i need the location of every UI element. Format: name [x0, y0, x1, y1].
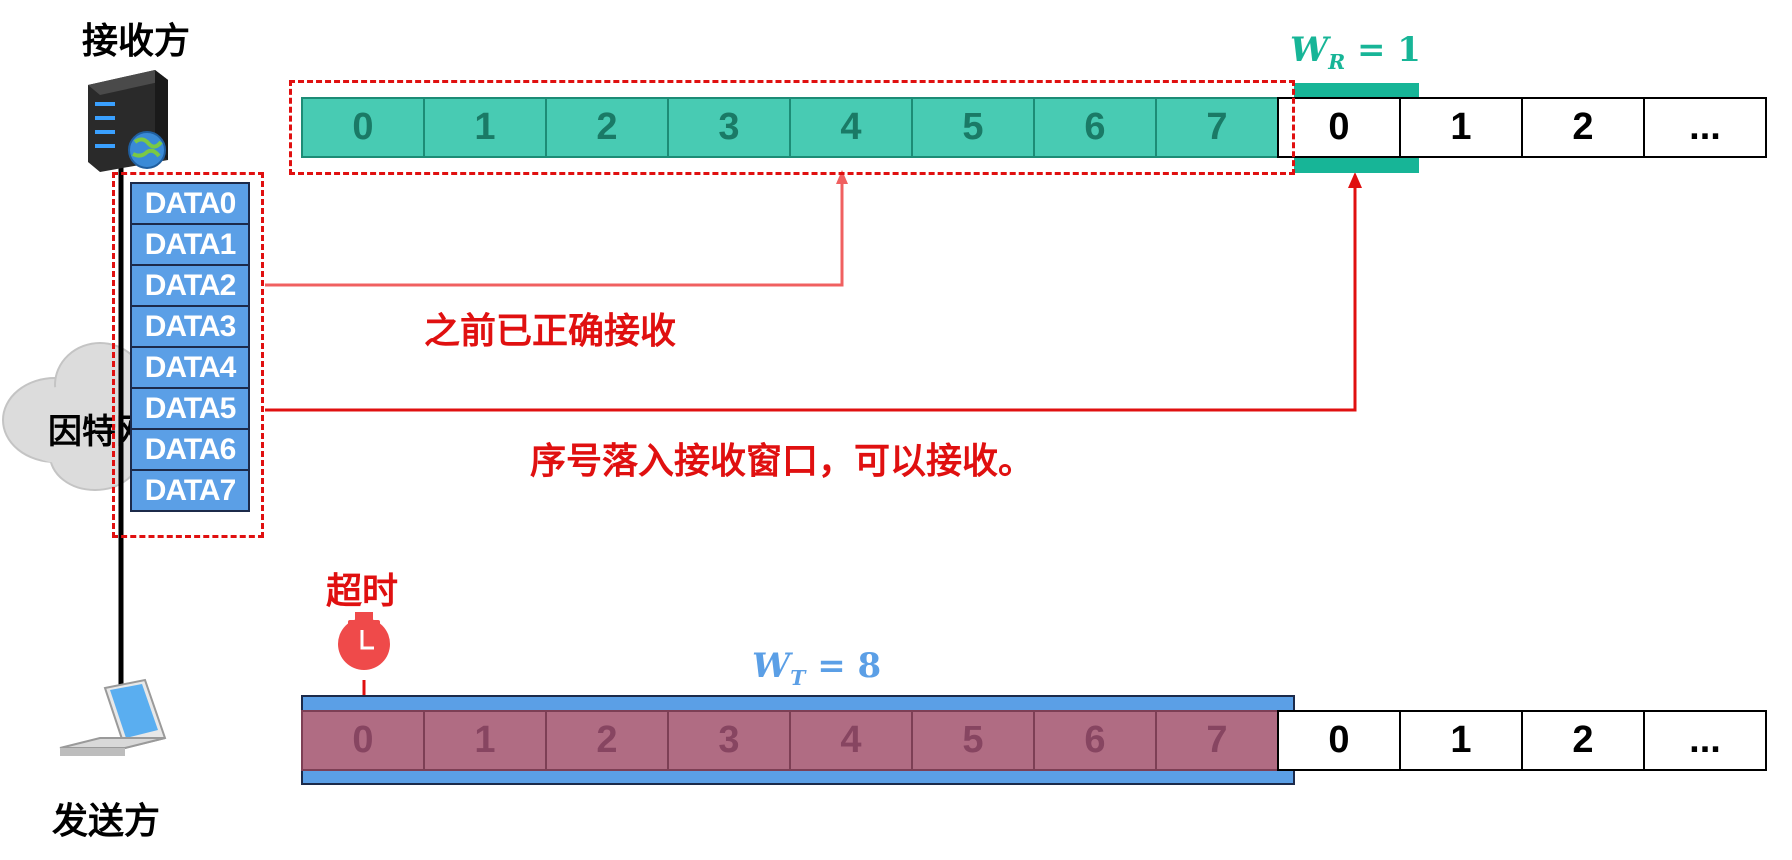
receiver-seq-cell-next: 0 — [1277, 97, 1401, 158]
receiver-seq-cell: 1 — [423, 97, 547, 158]
receiver-window-formula: WR = 1 — [1290, 30, 1421, 74]
received-frames-dashed-box — [289, 80, 1295, 175]
timeout-label: 超时 — [326, 571, 399, 612]
sender-seq-cell-next: 1 — [1399, 710, 1523, 771]
receiver-window-subscript: R — [1328, 49, 1346, 74]
receiver-seq-cell-ellipsis: ... — [1643, 97, 1767, 158]
data-frame-stack: DATA0 DATA1 DATA2 DATA3 DATA4 DATA5 DATA… — [130, 182, 250, 512]
sender-window-equals: = 8 — [817, 646, 882, 686]
sender-seq-cell-next: 0 — [1277, 710, 1401, 771]
receiver-seq-cell: 2 — [545, 97, 669, 158]
receiver-seq-cell: 5 — [911, 97, 1035, 158]
timer-icon — [338, 612, 390, 670]
data-frames-dashed-box — [112, 172, 264, 538]
sender-seq-cell: 5 — [911, 710, 1035, 771]
receiver-window-symbol: W — [1290, 30, 1329, 70]
arrow-in-window — [265, 172, 1362, 412]
data-frame: DATA4 — [130, 346, 250, 389]
sender-seq-cell: 1 — [423, 710, 547, 771]
sender-seq-cell: 6 — [1033, 710, 1157, 771]
receiver-seq-cell: 4 — [789, 97, 913, 158]
sender-window-subscript: T — [790, 665, 806, 690]
data-frame: DATA3 — [130, 305, 250, 348]
receiver-seq-cell: 0 — [301, 97, 425, 158]
sender-window-symbol: W — [752, 646, 791, 686]
receiver-seq-cell: 6 — [1033, 97, 1157, 158]
sender-window-formula: WT = 8 — [752, 646, 881, 690]
receiver-sequence-row: 0 1 2 3 4 5 6 7 0 1 2 ... — [301, 97, 1767, 158]
data-frame: DATA5 — [130, 387, 250, 430]
receiver-window-equals: = 1 — [1356, 30, 1421, 70]
server-icon — [88, 70, 168, 172]
sender-seq-cell-next: 2 — [1521, 710, 1645, 771]
sender-seq-cell: 3 — [667, 710, 791, 771]
receiver-seq-cell: 7 — [1155, 97, 1279, 158]
receiver-seq-cell-next: 1 — [1399, 97, 1523, 158]
in-window-annotation: 序号落入接收窗口，可以接收。 — [530, 441, 1035, 482]
sender-seq-cell: 2 — [545, 710, 669, 771]
receiver-label: 接收方 — [82, 21, 191, 62]
data-frame: DATA7 — [130, 469, 250, 512]
data-frame: DATA0 — [130, 182, 250, 225]
sender-seq-cell-ellipsis: ... — [1643, 710, 1767, 771]
arrow-previously-received — [265, 170, 848, 287]
sender-seq-cell: 7 — [1155, 710, 1279, 771]
sender-label: 发送方 — [52, 801, 161, 842]
previously-received-annotation: 之前已正确接收 — [424, 311, 677, 352]
sender-seq-cell: 4 — [789, 710, 913, 771]
sender-sequence-row: 0 1 2 3 4 5 6 7 0 1 2 ... — [301, 710, 1767, 771]
sender-seq-cell: 0 — [301, 710, 425, 771]
receiver-seq-cell-next: 2 — [1521, 97, 1645, 158]
data-frame: DATA2 — [130, 264, 250, 307]
laptop-icon — [59, 678, 167, 756]
